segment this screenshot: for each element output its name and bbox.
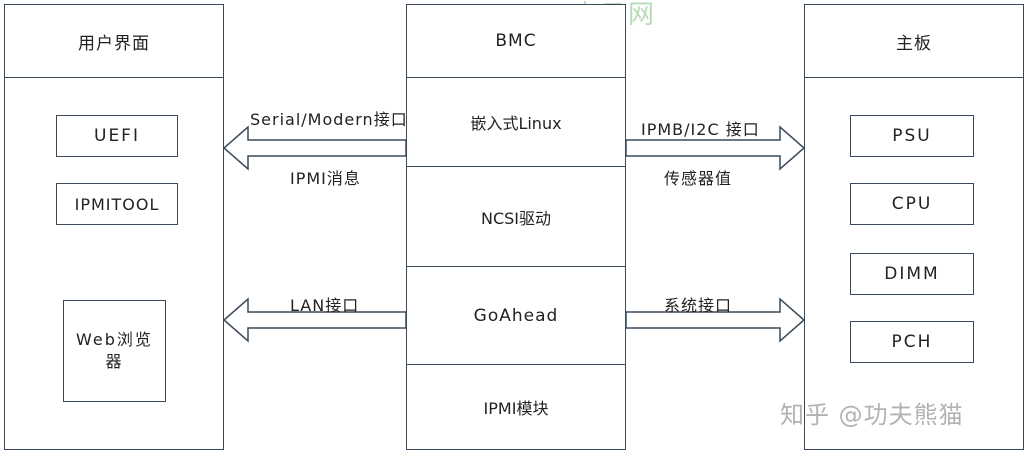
arrow-left-top [222, 125, 407, 171]
cpu-box: CPU [850, 183, 974, 225]
bmc-section-ncsi: NCSI驱动 [406, 166, 626, 267]
uefi-box: UEFI [56, 115, 178, 157]
label-system-interface: 系统接口 [664, 296, 733, 315]
arrow-right-bottom [625, 297, 806, 343]
web-browser-box: Web浏览 器 [63, 300, 166, 402]
bmc-title: BMC [406, 4, 626, 78]
label-ipmi-message: IPMI消息 [290, 169, 361, 188]
pch-box: PCH [850, 321, 974, 363]
left-panel-title: 用户界面 [4, 4, 224, 78]
motherboard-panel [804, 4, 1024, 450]
arrow-left-bottom [222, 297, 407, 343]
arrow-right-top [625, 125, 806, 171]
psu-box: PSU [850, 115, 974, 157]
bmc-section-linux: 嵌入式Linux [406, 77, 626, 167]
label-serial-interface: Serial/Modern接口 [250, 110, 408, 129]
bmc-section-ipmi: IPMI模块 [406, 364, 626, 450]
motherboard-title: 主板 [804, 4, 1024, 78]
label-sensor-value: 传感器值 [664, 169, 733, 188]
label-lan-interface: LAN接口 [290, 296, 360, 315]
label-ipmb-i2c: IPMB/I2C 接口 [641, 120, 760, 139]
dimm-box: DIMM [850, 253, 974, 295]
ipmitool-box: IPMITOOL [56, 183, 178, 225]
watermark-bottom: 知乎 @功夫熊猫 [780, 401, 964, 429]
bmc-section-goahead: GoAhead [406, 266, 626, 365]
